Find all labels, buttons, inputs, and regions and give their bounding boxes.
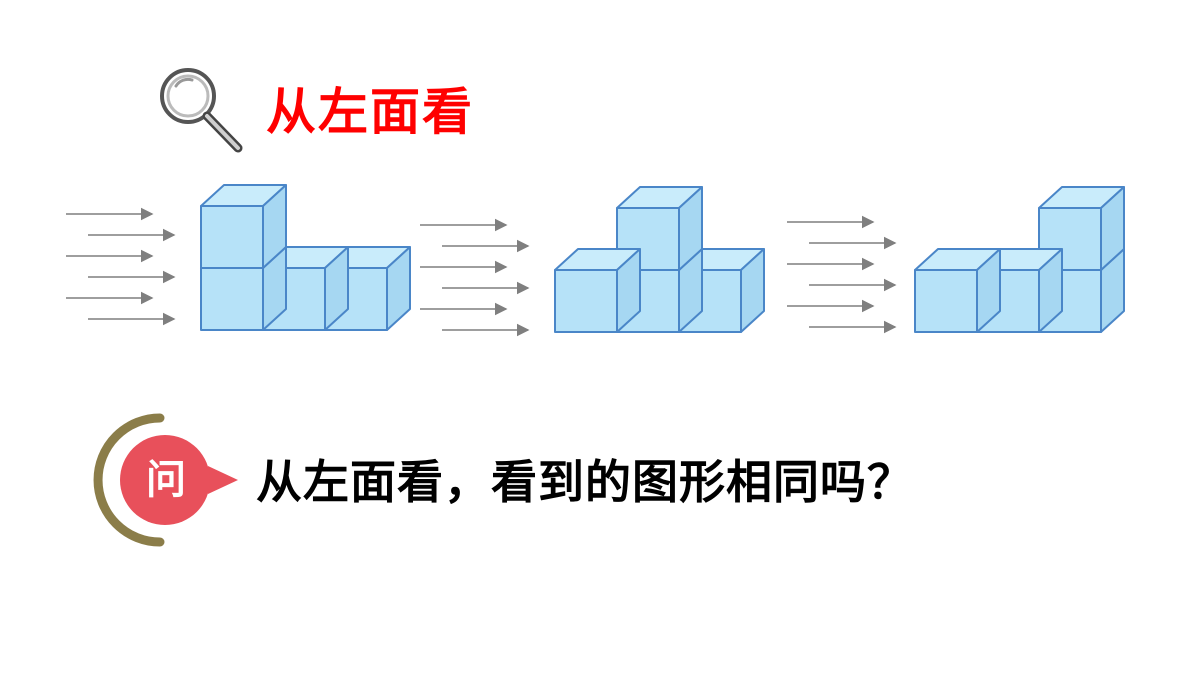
question-badge-label: 问 — [146, 457, 186, 503]
question-badge-icon — [93, 413, 238, 547]
magnifier-icon — [160, 68, 243, 153]
cube-front-face — [200, 267, 264, 331]
cube-figure-1 — [200, 184, 411, 331]
page-title: 从左面看 — [266, 83, 474, 141]
cube-figure-3 — [914, 186, 1125, 333]
view-arrows-group-3 — [787, 215, 897, 334]
cube-front-face — [554, 269, 618, 333]
cube-front-face — [200, 205, 264, 269]
question-text: 从左面看，看到的图形相同吗？ — [256, 455, 914, 509]
cube-figure-2 — [554, 186, 765, 333]
view-arrows-group-1 — [66, 207, 176, 326]
cube-front-face — [914, 269, 978, 333]
view-arrows-group-2 — [420, 218, 530, 337]
